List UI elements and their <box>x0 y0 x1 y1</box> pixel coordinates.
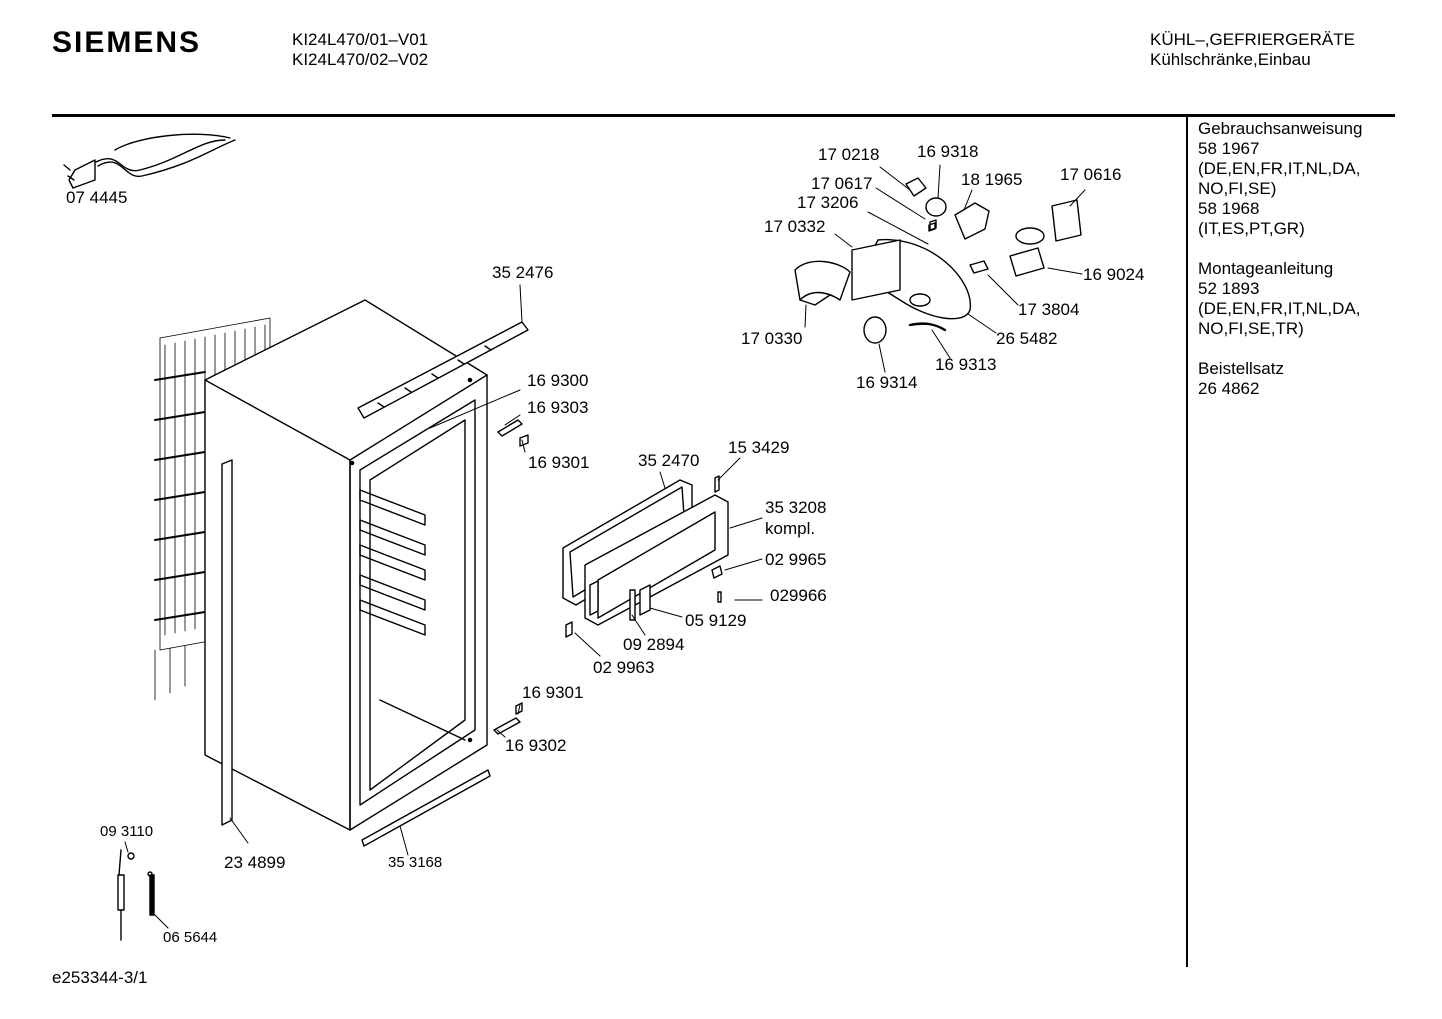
pin-part <box>717 591 722 603</box>
part-label: 06 5644 <box>163 929 218 946</box>
latch-part <box>711 565 723 579</box>
part-label: 16 9300 <box>527 371 589 390</box>
part-label: 16 9313 <box>935 355 997 374</box>
manual-line: 58 1968 <box>1198 199 1260 218</box>
installation-line: 52 1893 <box>1198 279 1260 298</box>
small-bracket <box>565 621 573 638</box>
manual-line: (IT,ES,PT,GR) <box>1198 219 1305 238</box>
part-label: 15 3429 <box>728 438 790 457</box>
sidebar-divider <box>1186 117 1188 967</box>
accessory-line: 26 4862 <box>1198 379 1260 398</box>
part-label: 02 9965 <box>765 550 827 569</box>
manual-block: Gebrauchsanweisung 58 1967 (DE,EN,FR,IT,… <box>1198 119 1398 239</box>
category-title: KÜHL–,GEFRIERGERÄTE <box>1150 30 1355 49</box>
bottom-strip <box>361 769 491 847</box>
part-label: 35 3208 <box>765 498 827 517</box>
installation-title: Montageanleitung <box>1198 259 1334 278</box>
screw-part <box>714 475 720 493</box>
part-label: 17 3206 <box>797 193 859 212</box>
part-label: 16 9318 <box>917 142 979 161</box>
brand-logo: SIEMENS <box>52 26 202 59</box>
part-label: 16 9303 <box>527 398 589 417</box>
category-subtitle: Kühlschränke,Einbau <box>1150 50 1311 69</box>
part-label: 35 3168 <box>388 854 443 871</box>
installation-block: Montageanleitung 52 1893 (DE,EN,FR,IT,NL… <box>1198 259 1398 339</box>
thermostat-light-assembly <box>794 177 1082 344</box>
part-label: 09 3110 <box>100 823 154 840</box>
door-hinge-part <box>629 584 651 621</box>
freezer-door <box>562 479 729 626</box>
part-label: 05 9129 <box>685 611 747 630</box>
manual-line: 58 1967 <box>1198 139 1260 158</box>
part-label: 09 2894 <box>623 635 685 654</box>
top-trim-strip <box>357 321 529 419</box>
header-divider <box>52 114 1395 117</box>
part-label: 35 2476 <box>492 263 554 282</box>
part-label: 17 0332 <box>764 217 826 236</box>
side-seal-strip <box>221 459 233 826</box>
fridge-cabinet <box>204 299 488 831</box>
part-label: kompl. <box>765 519 816 538</box>
part-label: 17 0616 <box>1060 165 1122 184</box>
part-label: 17 0218 <box>818 145 880 164</box>
part-label: 26 5482 <box>996 329 1058 348</box>
part-label: 23 4899 <box>224 853 286 872</box>
part-label: 16 9301 <box>522 683 584 702</box>
power-cord-plug <box>63 133 236 189</box>
part-label: 16 9301 <box>528 453 590 472</box>
sensor-parts <box>117 849 155 941</box>
manual-line: (DE,EN,FR,IT,NL,DA, <box>1198 159 1361 178</box>
installation-line: NO,FI,SE,TR) <box>1198 319 1304 338</box>
part-label: 07 4445 <box>66 188 128 207</box>
installation-line: (DE,EN,FR,IT,NL,DA, <box>1198 299 1361 318</box>
model-line-2: KI24L470/02–V02 <box>292 50 429 69</box>
document-sidebar: Gebrauchsanweisung 58 1967 (DE,EN,FR,IT,… <box>1198 119 1398 419</box>
model-line-1: KI24L470/01–V01 <box>292 30 429 49</box>
upper-hinge <box>497 419 529 447</box>
part-label: 029966 <box>770 586 827 605</box>
manual-title: Gebrauchsanweisung <box>1198 119 1363 138</box>
part-label: 35 2470 <box>638 451 700 470</box>
part-label: 16 9024 <box>1083 265 1145 284</box>
part-label: 17 0330 <box>741 329 803 348</box>
part-label: 17 0617 <box>811 174 873 193</box>
drawing-id: e253344-3/1 <box>52 968 148 987</box>
manual-line: NO,FI,SE) <box>1198 179 1277 198</box>
condenser-grid <box>154 317 271 701</box>
accessory-title: Beistellsatz <box>1198 359 1284 378</box>
part-label: 18 1965 <box>961 170 1023 189</box>
lower-hinge <box>493 702 523 735</box>
part-label: 02 9963 <box>593 658 655 677</box>
part-label: 16 9302 <box>505 736 567 755</box>
leader-lines <box>124 164 1086 929</box>
accessory-block: Beistellsatz 26 4862 <box>1198 359 1398 399</box>
part-label: 16 9314 <box>856 373 918 392</box>
part-label: 17 3804 <box>1018 300 1080 319</box>
